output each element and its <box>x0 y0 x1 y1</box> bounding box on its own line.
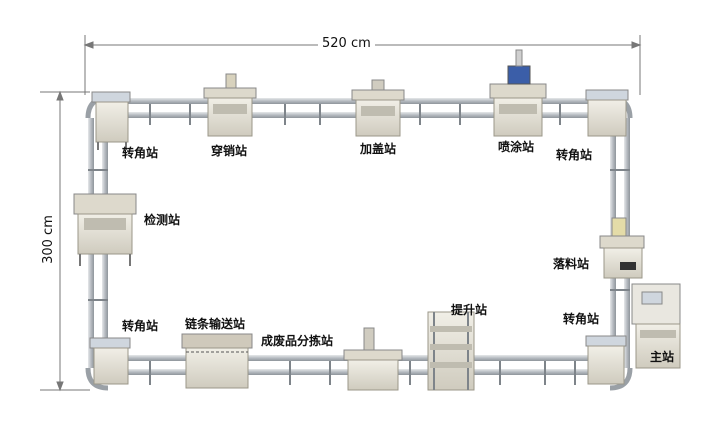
width-dimension-label: 520 cm <box>318 36 375 51</box>
station-capping <box>351 79 405 137</box>
station-sorting <box>343 327 403 391</box>
label-corner-bottom-right: 转角站 <box>563 312 600 326</box>
label-corner-top-right: 转角站 <box>556 148 593 162</box>
label-painting: 喷涂站 <box>498 140 535 154</box>
height-dimension-label: 300 cm <box>40 211 56 268</box>
label-feeding: 落料站 <box>553 257 590 271</box>
station-painting <box>489 49 547 137</box>
label-lifting: 提升站 <box>451 303 488 317</box>
station-corner-bottom-right <box>585 335 627 385</box>
label-main: 主站 <box>650 350 675 364</box>
station-main <box>631 283 681 369</box>
label-corner-top-left: 转角站 <box>122 146 159 160</box>
station-corner-top-left <box>91 91 131 150</box>
label-corner-bottom-left: 转角站 <box>122 319 159 333</box>
conveyor-loop <box>85 95 633 391</box>
label-chain-conveyor: 链条输送站 <box>185 317 246 331</box>
station-corner-top-right <box>585 89 629 137</box>
height-dimension-line <box>40 90 90 392</box>
station-inspection <box>73 193 137 266</box>
station-feeding <box>599 217 645 279</box>
label-sorting: 成废品分拣站 <box>261 334 334 348</box>
label-pinning: 穿销站 <box>211 144 248 158</box>
label-capping: 加盖站 <box>360 142 397 156</box>
station-lifting <box>427 311 475 391</box>
station-corner-bottom-left <box>89 337 131 385</box>
station-pinning <box>203 73 257 137</box>
station-chain-conveyor <box>181 333 253 389</box>
label-inspection: 检测站 <box>144 213 181 227</box>
